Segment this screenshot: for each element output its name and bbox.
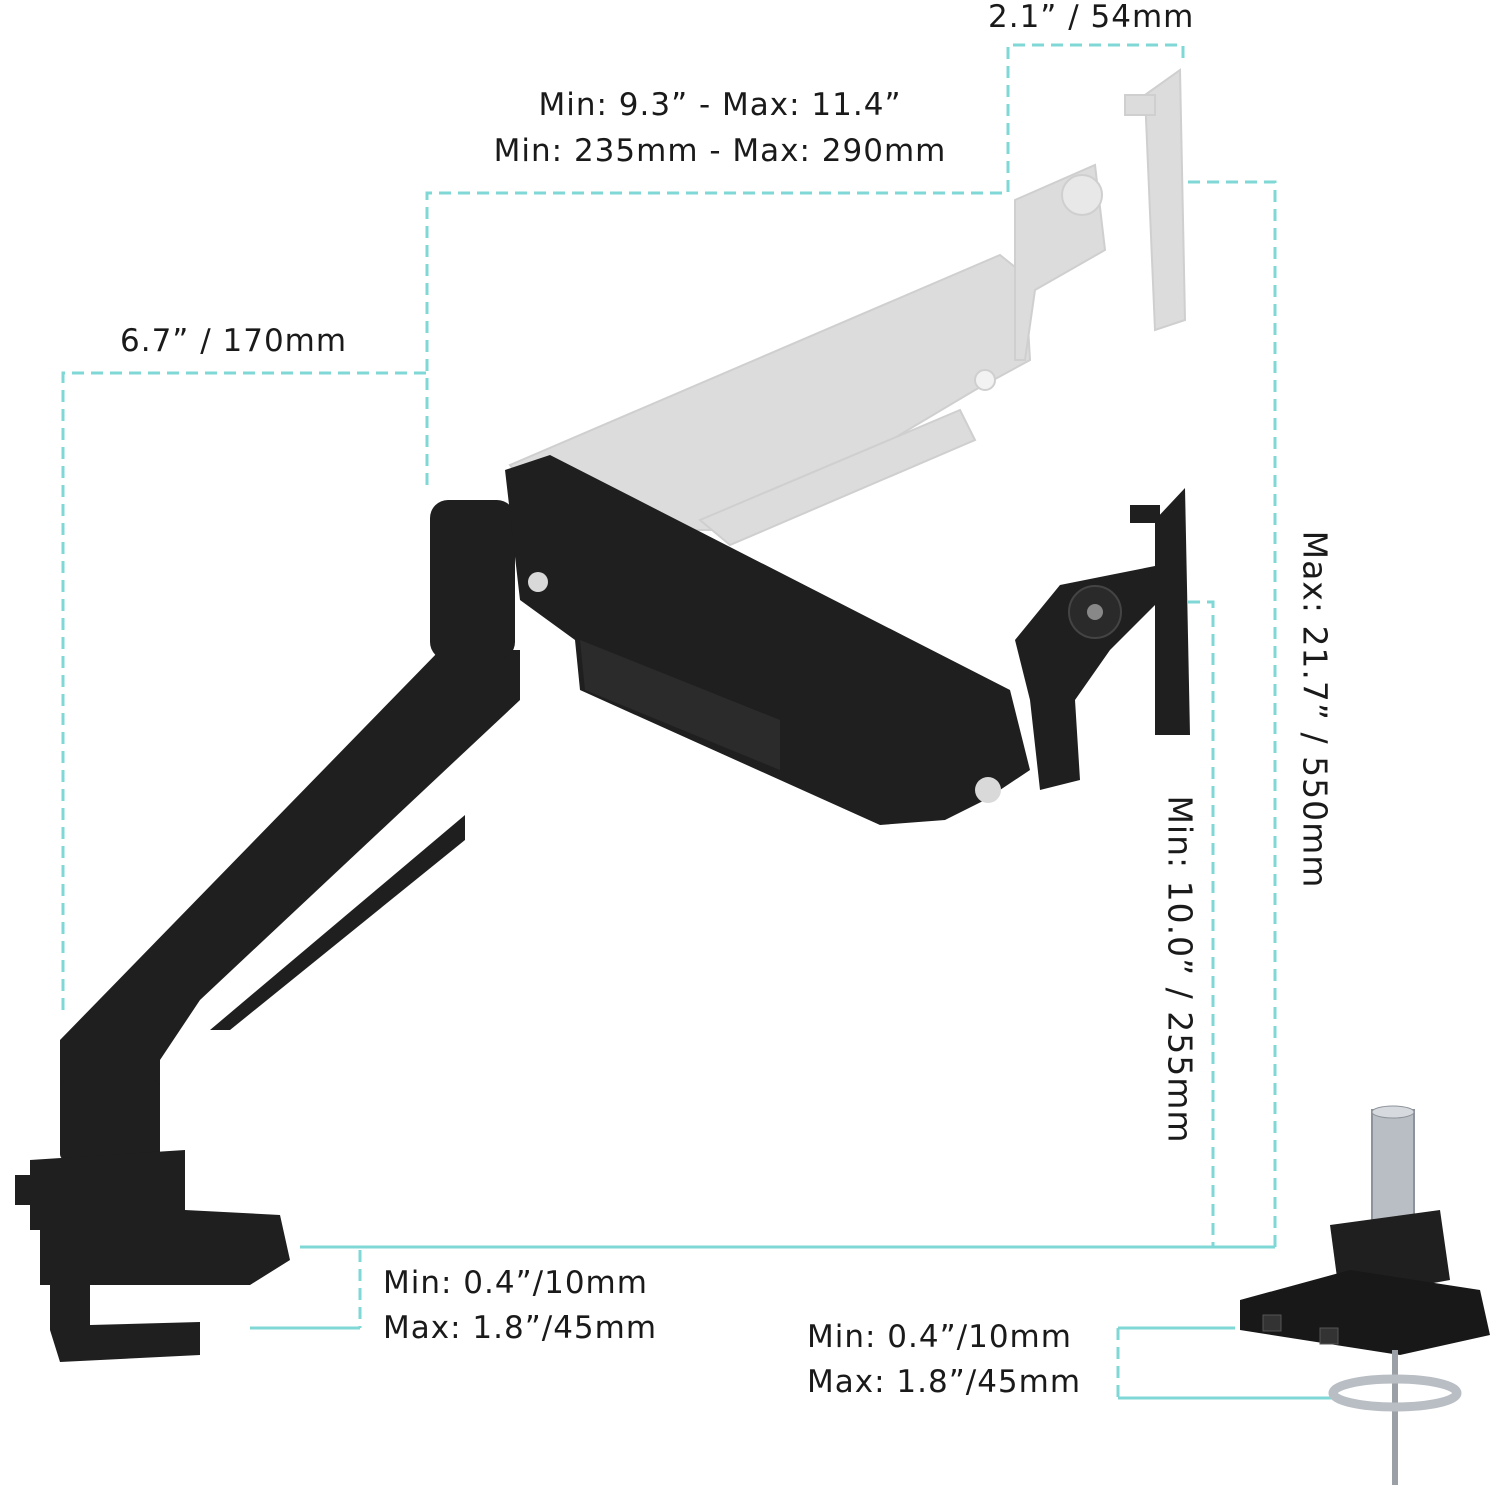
- grommet-base: [1240, 1270, 1490, 1355]
- max-height-dimension-line: [1188, 180, 1277, 1247]
- min-height-dimension-line: [1188, 600, 1215, 1247]
- clamp-lower: [50, 1285, 200, 1362]
- min-height-label: Min: 10.0” / 255mm: [1160, 795, 1200, 1144]
- upper-arm: [505, 455, 1030, 825]
- grommet-min-label: Min: 0.4”/10mm: [807, 1319, 1072, 1355]
- reach-mm-label: Min: 235mm - Max: 290mm: [493, 133, 947, 169]
- tilt-dimension-line: [1006, 43, 1185, 192]
- clamp-min-label: Min: 0.4”/10mm: [383, 1265, 648, 1301]
- clamp-max-label: Max: 1.8”/45mm: [383, 1310, 658, 1346]
- grommet-max-label: Max: 1.8”/45mm: [807, 1364, 1082, 1400]
- grommet-washer: [1328, 1374, 1462, 1412]
- base-column: [60, 1080, 160, 1160]
- grommet-post: [1371, 1109, 1415, 1221]
- tilt-offset-label: 2.1” / 54mm: [988, 0, 1195, 35]
- pole-offset-dimension-line: [61, 371, 427, 1010]
- clamp-top: [30, 1150, 290, 1285]
- pole-joint: [430, 500, 515, 660]
- max-height-label: Max: 21.7” / 550mm: [1295, 530, 1335, 889]
- tilt-joint: [1015, 565, 1160, 790]
- monitor-arm: [15, 455, 1190, 1362]
- dimension-lines: [61, 43, 1277, 1398]
- reach-dimension-line: [425, 191, 1008, 485]
- reach-inch-label: Min: 9.3” - Max: 11.4”: [538, 87, 902, 123]
- ghost-arm-raised: [508, 68, 1187, 547]
- lower-arm: [60, 650, 520, 1150]
- pole-offset-label: 6.7” / 170mm: [120, 323, 348, 359]
- vesa-plate: [1155, 488, 1190, 735]
- grommet-mount: [1240, 1105, 1490, 1485]
